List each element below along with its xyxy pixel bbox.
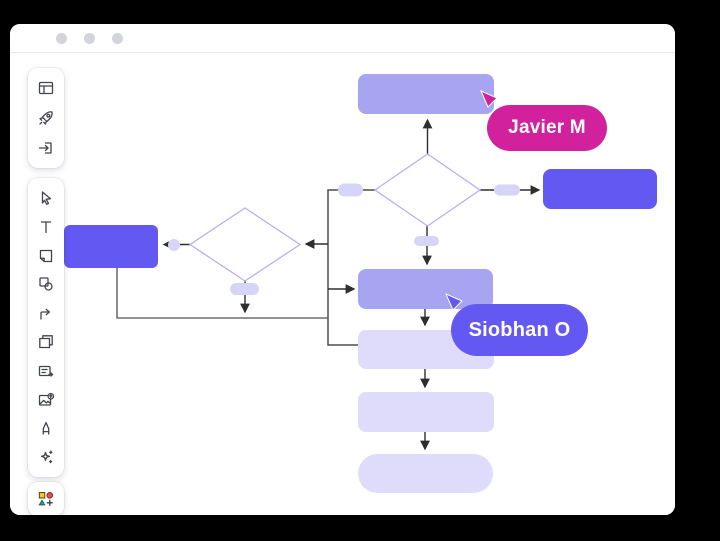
flow-node-process-top[interactable] bbox=[358, 74, 494, 114]
flow-node-process-right[interactable] bbox=[543, 169, 657, 209]
edge-label-pill[interactable] bbox=[338, 183, 363, 197]
templates-button[interactable] bbox=[37, 79, 55, 97]
flow-node-process-mid[interactable] bbox=[358, 269, 493, 309]
sticky-note-icon bbox=[37, 247, 55, 265]
upload-image-tool-button[interactable] bbox=[37, 391, 55, 409]
edge-label-pill[interactable] bbox=[494, 184, 520, 196]
edge-left-merge bbox=[116, 268, 328, 319]
window-control-dot-2[interactable] bbox=[84, 32, 95, 44]
collaborator-name: Siobhan O bbox=[468, 318, 571, 341]
collaborator-badge-siobhan: Siobhan O bbox=[451, 304, 588, 356]
collaborator-badge-javier: Javier M bbox=[487, 105, 607, 151]
select-tool-button[interactable] bbox=[37, 189, 55, 207]
text-tool-button[interactable] bbox=[37, 218, 55, 236]
sticky-note-tool-button[interactable] bbox=[37, 247, 55, 265]
ai-tool-button[interactable] bbox=[37, 448, 55, 466]
flow-node-decision-2[interactable] bbox=[188, 207, 302, 282]
frames-tool-button[interactable] bbox=[37, 333, 55, 351]
titlebar bbox=[10, 24, 675, 53]
apps-icon bbox=[36, 489, 56, 509]
frames-icon bbox=[37, 333, 55, 351]
rocket-icon bbox=[37, 109, 55, 127]
pen-icon bbox=[37, 419, 55, 437]
card-icon bbox=[37, 362, 55, 380]
pen-tool-button[interactable] bbox=[37, 419, 55, 437]
flow-node-process-left[interactable] bbox=[64, 225, 158, 268]
upload-image-icon bbox=[37, 391, 55, 409]
window-control-dot-1[interactable] bbox=[56, 32, 67, 44]
flow-node-process-light-2[interactable] bbox=[358, 392, 494, 432]
toolbar-top-group bbox=[28, 68, 64, 168]
import-icon bbox=[37, 139, 55, 157]
card-tool-button[interactable] bbox=[37, 362, 55, 380]
whiteboard-canvas[interactable]: Javier M Siobhan O bbox=[10, 53, 675, 515]
ai-sparkle-icon bbox=[37, 448, 55, 466]
more-apps-button[interactable] bbox=[36, 489, 56, 509]
edge-trunk bbox=[327, 189, 375, 346]
app-window: Javier M Siobhan O bbox=[10, 24, 675, 515]
toolbar-apps-group bbox=[28, 482, 64, 515]
siobhan-cursor-icon bbox=[445, 293, 463, 311]
edge-label-dot[interactable] bbox=[168, 239, 180, 251]
shapes-tool-button[interactable] bbox=[37, 275, 55, 293]
connector-icon bbox=[37, 304, 55, 322]
javier-cursor-icon bbox=[480, 90, 498, 108]
flow-node-terminator[interactable] bbox=[358, 454, 493, 493]
window-control-dot-3[interactable] bbox=[112, 32, 123, 44]
quickstart-button[interactable] bbox=[37, 109, 55, 127]
templates-icon bbox=[37, 79, 55, 97]
collaborator-name: Javier M bbox=[508, 117, 586, 138]
cursor-icon bbox=[37, 189, 55, 207]
edge-label-pill[interactable] bbox=[230, 283, 259, 295]
toolbar-main-group bbox=[28, 178, 64, 478]
connector-tool-button[interactable] bbox=[37, 304, 55, 322]
edge-label-pill[interactable] bbox=[414, 236, 439, 246]
flowchart bbox=[64, 74, 657, 493]
flow-node-decision-1[interactable] bbox=[373, 153, 482, 227]
shapes-icon bbox=[37, 275, 55, 293]
import-button[interactable] bbox=[37, 139, 55, 157]
text-icon bbox=[37, 218, 55, 236]
